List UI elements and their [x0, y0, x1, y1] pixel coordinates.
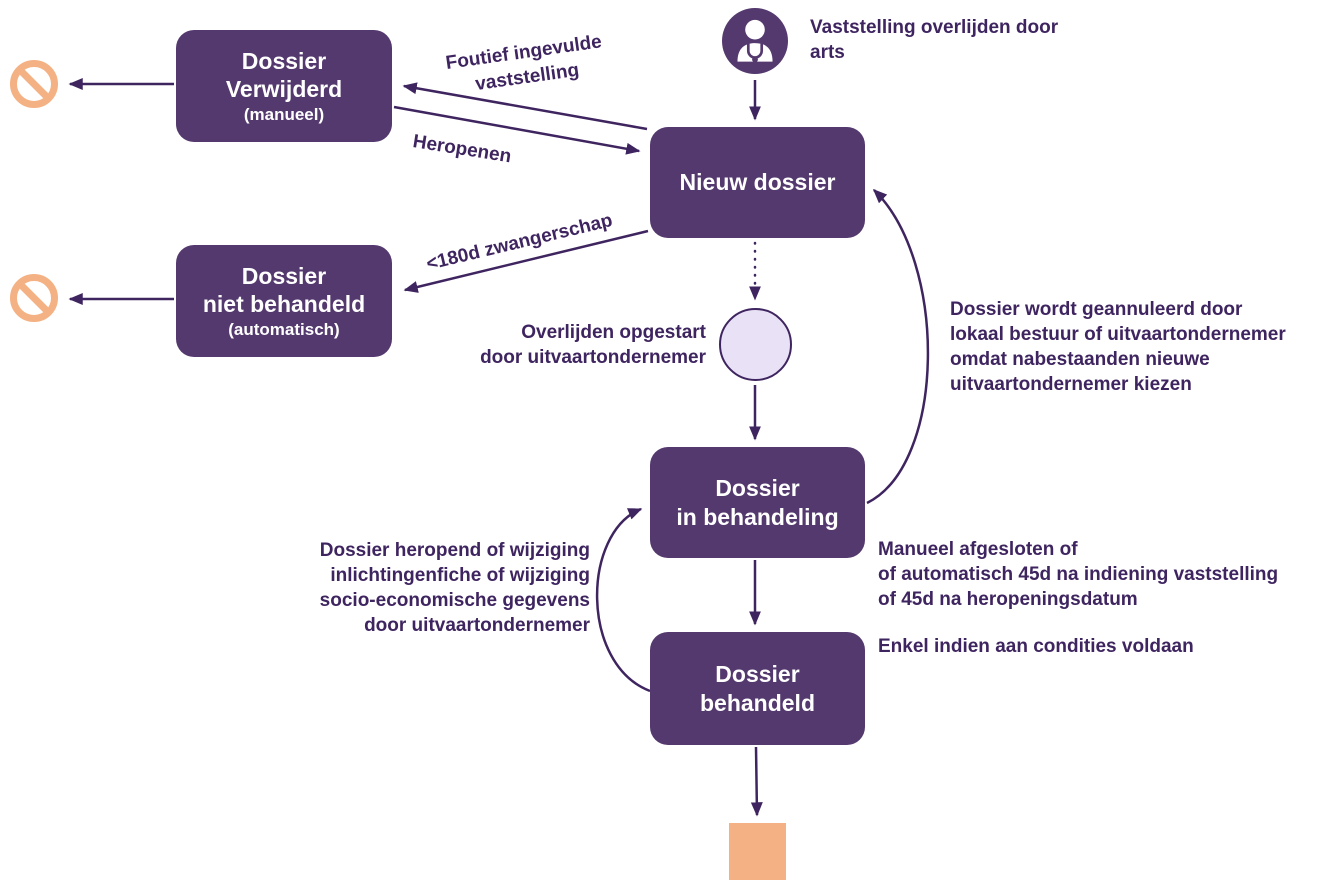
no-entry-icon	[8, 272, 60, 324]
edge-zwangerschap	[403, 229, 649, 293]
node-nieuw-dossier: Nieuw dossier	[650, 127, 865, 238]
doctor-icon	[722, 8, 788, 74]
edge-heropend-curve	[595, 507, 651, 693]
node-nieuw-dossier-label: Nieuw dossier	[679, 169, 836, 196]
state-circle	[719, 308, 792, 381]
node-dossier-verwijderd-sub: (manueel)	[243, 104, 325, 124]
node-dossier-niet-behandeld-label: Dossier niet behandeld	[202, 262, 366, 317]
node-dossier-niet-behandeld-sub: (automatisch)	[228, 319, 340, 339]
doctor-glyph	[737, 19, 773, 63]
edge-foutief	[402, 82, 648, 131]
edge-heropenen	[393, 105, 641, 155]
node-dossier-behandeld-label: Dossier behandeld	[699, 661, 815, 716]
node-dossier-behandeld: Dossier behandeld	[650, 632, 865, 745]
node-dossier-niet-behandeld: Dossier niet behandeld (automatisch)	[176, 245, 392, 357]
node-dossier-in-behandeling: Dossier in behandeling	[650, 447, 865, 558]
label-enkel-indien-condities: Enkel indien aan condities voldaan	[878, 636, 1194, 657]
end-square	[729, 823, 786, 880]
node-dossier-in-behandeling-label: Dossier in behandeling	[676, 475, 839, 530]
label-manueel-afgesloten: Manueel afgesloten of of automatisch 45d…	[878, 539, 1279, 611]
label-overlijden-opgestart: Overlijden opgestart door uitvaartondern…	[480, 322, 706, 369]
label-dossier-heropend: Dossier heropend of wijziging inlichting…	[319, 540, 590, 637]
edge-geannuleerd-curve	[866, 188, 930, 505]
node-dossier-verwijderd: Dossier Verwijderd (manueel)	[176, 30, 392, 142]
no-entry-icon	[8, 58, 60, 110]
label-vaststelling-overlijden: Vaststelling overlijden door arts	[810, 17, 1059, 64]
label-dossier-geannuleerd: Dossier wordt geannuleerd door lokaal be…	[950, 299, 1286, 396]
node-dossier-verwijderd-label: Dossier Verwijderd	[225, 47, 343, 102]
edge-behandeld-to-end	[750, 746, 763, 817]
